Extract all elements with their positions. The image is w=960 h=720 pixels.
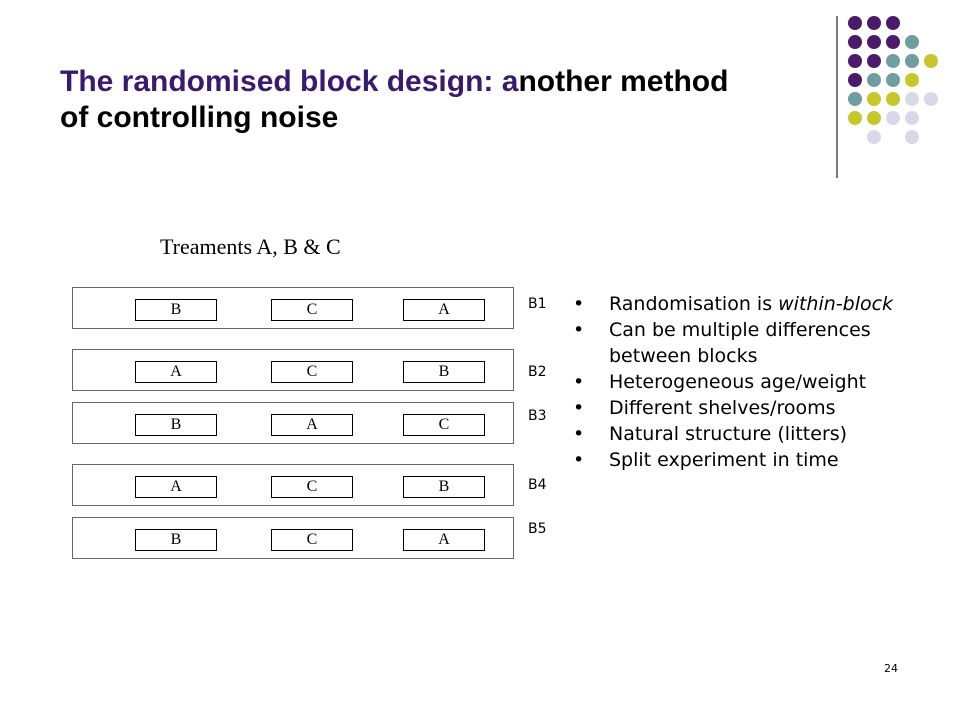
- treatment-cell: B: [135, 299, 217, 321]
- decorative-dot: [848, 54, 862, 68]
- decorative-dot: [848, 16, 862, 30]
- treatment-cell: A: [135, 361, 217, 383]
- bullet-item: Randomisation is within-block: [568, 291, 948, 317]
- decorative-dot: [848, 92, 862, 106]
- bullet-item: Natural structure (litters): [568, 421, 948, 447]
- treatment-cell: A: [135, 476, 217, 498]
- decorative-dot: [924, 92, 938, 106]
- decorative-divider: [836, 16, 838, 178]
- treatment-cell: C: [271, 476, 353, 498]
- decorative-dot: [867, 130, 881, 144]
- decorative-dot: [905, 35, 919, 49]
- decorative-dot: [905, 54, 919, 68]
- bullet-text: Natural structure (litters): [609, 423, 848, 445]
- decorative-dot: [867, 54, 881, 68]
- decorative-dot: [886, 111, 900, 125]
- decorative-dot: [886, 92, 900, 106]
- bullet-item: Can be multiple differences between bloc…: [568, 317, 948, 369]
- decorative-dot: [924, 54, 938, 68]
- bullet-text: Different shelves/rooms: [609, 397, 836, 419]
- decorative-dot: [848, 73, 862, 87]
- treatment-cell: B: [403, 361, 485, 383]
- bullet-text: Heterogeneous age/weight: [609, 371, 867, 393]
- bullet-item: Split experiment in time: [568, 447, 948, 473]
- decorative-dot: [867, 16, 881, 30]
- treatment-cell: C: [403, 414, 485, 436]
- slide-title-rest: nother method of controlling noise: [60, 65, 729, 134]
- bullet-text: Randomisation is: [609, 293, 779, 315]
- bullet-text: Split experiment in time: [609, 449, 839, 471]
- decorative-dot: [848, 111, 862, 125]
- decorative-dot: [867, 111, 881, 125]
- decorative-dot: [905, 130, 919, 144]
- decorative-dot: [867, 92, 881, 106]
- decorative-dot: [848, 35, 862, 49]
- block-label: B5: [528, 521, 547, 537]
- block-label: B1: [528, 296, 547, 312]
- bullet-list: Randomisation is within-blockCan be mult…: [568, 291, 948, 473]
- bullet-emphasis: within-block: [778, 293, 894, 315]
- decorative-dot: [886, 35, 900, 49]
- decorative-dot: [905, 92, 919, 106]
- decorative-dot: [886, 54, 900, 68]
- treatment-cell: C: [271, 299, 353, 321]
- treatment-cell: A: [403, 299, 485, 321]
- page-number: 24: [884, 662, 898, 675]
- diagram-subtitle: Treaments A, B & C: [160, 234, 341, 259]
- block-label: B3: [528, 408, 547, 424]
- block-label: B2: [528, 364, 547, 380]
- treatment-cell: B: [135, 414, 217, 436]
- treatment-cell: C: [271, 361, 353, 383]
- treatment-cell: A: [403, 529, 485, 551]
- treatment-cell: B: [403, 476, 485, 498]
- block-label: B4: [528, 477, 547, 493]
- decorative-dot: [886, 16, 900, 30]
- slide-title: The randomised block design: another met…: [60, 64, 740, 136]
- decorative-dot: [867, 35, 881, 49]
- treatment-cell: B: [135, 529, 217, 551]
- decorative-dot: [886, 73, 900, 87]
- decorative-dot: [905, 73, 919, 87]
- bullet-item: Heterogeneous age/weight: [568, 369, 948, 395]
- slide-title-accent: The randomised block design: a: [60, 65, 519, 98]
- decorative-dot: [905, 111, 919, 125]
- bullet-text: Can be multiple differences between bloc…: [609, 319, 871, 367]
- treatment-cell: C: [271, 529, 353, 551]
- decorative-dot: [867, 73, 881, 87]
- treatment-cell: A: [271, 414, 353, 436]
- bullet-item: Different shelves/rooms: [568, 395, 948, 421]
